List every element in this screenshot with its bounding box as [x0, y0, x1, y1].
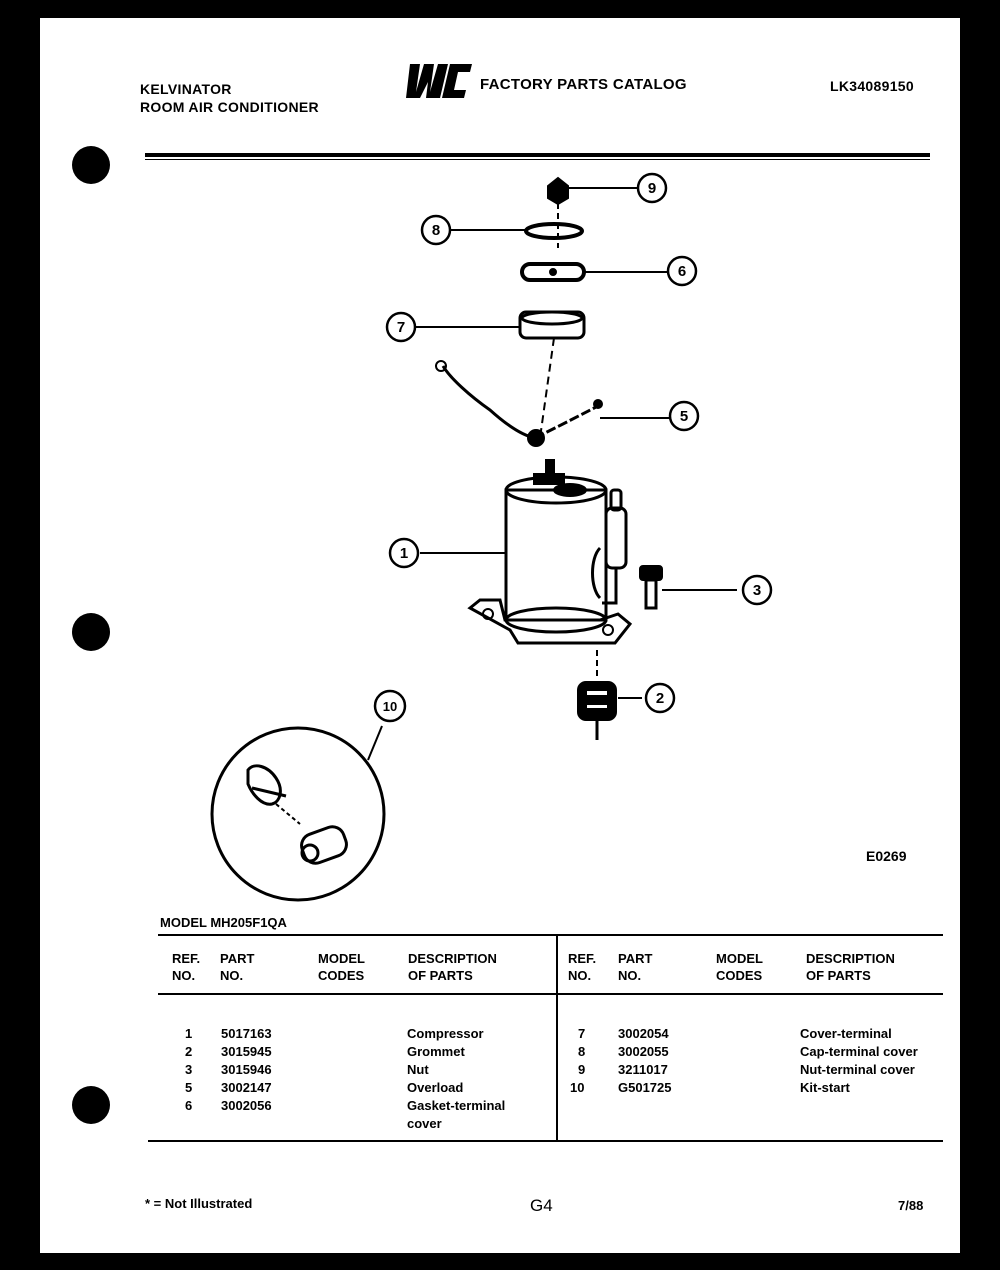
model-line: MODEL MH205F1QA [160, 914, 287, 932]
part-cap-terminal-cover [524, 222, 584, 240]
svg-text:6: 6 [678, 263, 686, 280]
catalog-page: KELVINATOR ROOM AIR CONDITIONER FACTORY … [40, 18, 960, 1253]
catalog-number: LK34089150 [830, 78, 914, 94]
catalog-title: FACTORY PARTS CATALOG [480, 76, 687, 93]
part-compressor [467, 459, 633, 645]
wci-logo [402, 62, 474, 105]
callout-3: 3 [741, 574, 773, 606]
svg-text:1: 1 [400, 545, 408, 562]
part-kit-start [246, 764, 348, 865]
table-top-rule [158, 934, 943, 936]
table-bottom-rule [148, 1140, 943, 1142]
part-nut [547, 176, 569, 206]
model-number: MH205F1QA [210, 915, 287, 930]
part-bolt [639, 565, 663, 610]
callout-10: 10 [373, 689, 407, 723]
brand-block: KELVINATOR ROOM AIR CONDITIONER [140, 80, 319, 116]
col-ref-left: REF.NO. [172, 951, 201, 983]
table-divider [556, 936, 558, 1141]
binder-hole-bottom [72, 1086, 110, 1124]
svg-text:2: 2 [656, 690, 664, 707]
svg-text:10: 10 [383, 699, 397, 714]
page-number: G4 [530, 1196, 553, 1215]
callout-9: 9 [636, 172, 668, 204]
svg-text:3: 3 [753, 582, 761, 599]
table-row: cover [407, 1116, 442, 1131]
diagram-code: E0269 [866, 848, 907, 864]
svg-text:9: 9 [648, 180, 656, 197]
callout-7: 7 [385, 311, 417, 343]
revision-date: 7/88 [898, 1198, 924, 1213]
callout-5: 5 [668, 400, 700, 432]
part-grommet [577, 681, 617, 721]
callout-8: 8 [420, 214, 452, 246]
binder-hole-middle [72, 613, 110, 651]
callout-2: 2 [644, 682, 676, 714]
table-header-rule [158, 993, 943, 995]
binder-hole-top [72, 146, 110, 184]
footnote: * = Not Illustrated [145, 1196, 253, 1211]
part-overload-wire-left [441, 365, 536, 440]
detail-circle-kit-start [210, 726, 386, 902]
header-rule [145, 153, 930, 157]
col-ref-right: REF.NO. [568, 951, 597, 983]
part-overload-wire-right [534, 404, 599, 440]
header-rule-thin [145, 159, 930, 160]
svg-text:5: 5 [680, 408, 688, 425]
model-label: MODEL [160, 915, 207, 930]
exploded-parts-diagram: 9 8 6 7 5 1 3 2 10 E0269 [210, 172, 907, 902]
axis-line-lower [539, 337, 555, 439]
callout-1: 1 [388, 537, 420, 569]
brand-name: KELVINATOR [140, 81, 232, 97]
product-name: ROOM AIR CONDITIONER [140, 99, 319, 115]
svg-text:8: 8 [432, 222, 440, 239]
callout-6: 6 [666, 255, 698, 287]
svg-text:7: 7 [397, 319, 405, 336]
